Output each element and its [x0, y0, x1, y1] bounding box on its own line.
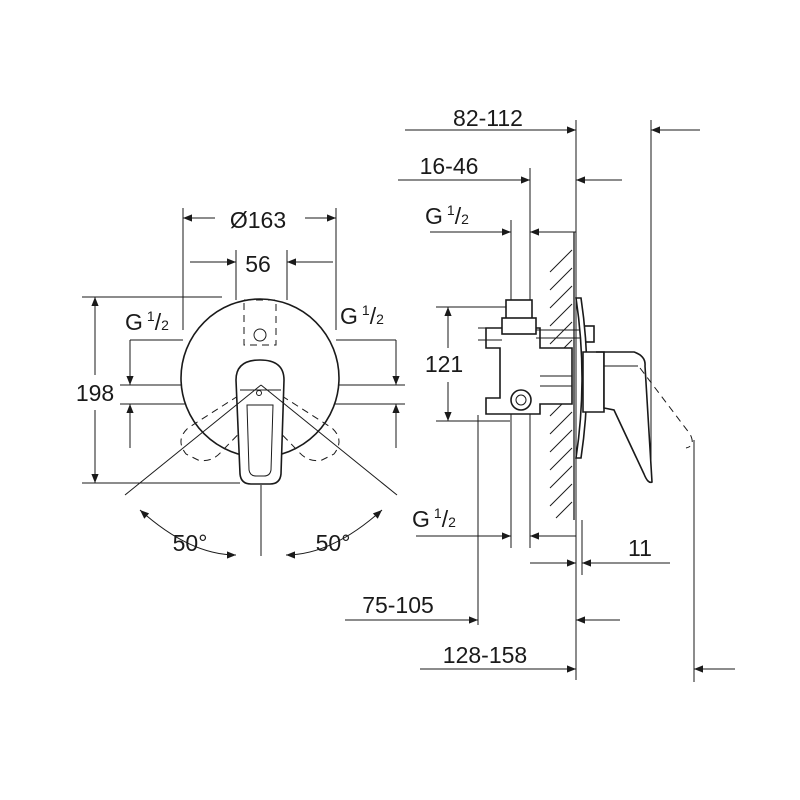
depth-82-112-dimension: 82-112 [405, 105, 700, 134]
diameter-label: Ø163 [230, 207, 286, 233]
angle-arcs: 50° 50° [124, 384, 398, 559]
height-121-dimension: 121 [425, 306, 510, 422]
angle-right-label: 50° [316, 530, 351, 556]
angle-left-label: 50° [173, 530, 208, 556]
width-56-label: 56 [245, 251, 271, 277]
depth-75-105-dimension: 75-105 [345, 592, 620, 624]
lever-handle [235, 359, 285, 485]
cover-and-lever [575, 297, 693, 484]
depth-16-46-label: 16-46 [420, 153, 479, 179]
outlet-port [510, 389, 532, 411]
width-56-dimension: 56 [190, 250, 333, 300]
depth-128-158-dimension: 128-158 [420, 642, 735, 673]
depth-128-158-label: 128-158 [443, 642, 527, 668]
offset-11-label: 11 [628, 535, 652, 561]
lever-left-rotated [180, 395, 259, 462]
height-198-label: 198 [76, 380, 114, 406]
height-198-dimension: 198 [76, 296, 240, 484]
offset-11-dimension: 11 [530, 535, 670, 567]
height-121-label: 121 [425, 351, 463, 377]
depth-75-105-label: 75-105 [362, 592, 434, 618]
mixer-body [478, 299, 595, 415]
depth-82-112-label: 82-112 [453, 105, 523, 131]
lever-right-rotated [261, 395, 340, 462]
depth-16-46-dimension: 16-46 [398, 153, 622, 184]
diameter-dimension: Ø163 [182, 207, 337, 330]
wall-hatch [549, 232, 575, 520]
